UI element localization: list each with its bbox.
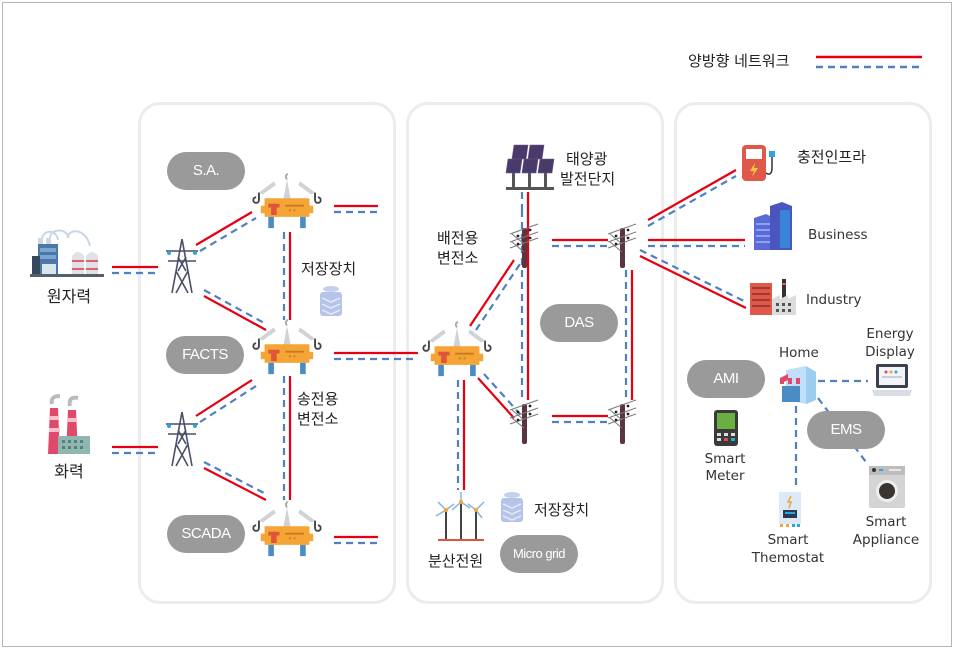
nuclear-label: 원자력 (46, 287, 92, 306)
home-icon (780, 366, 816, 404)
transmission-tower-icon (166, 238, 198, 294)
washing-machine-icon (869, 466, 905, 508)
utility-pole-icon (509, 399, 539, 445)
network-line-solid (469, 259, 515, 327)
utility-pole-icon (607, 223, 637, 269)
microgrid-storage-label: 저장장치 (534, 501, 590, 519)
distribution-substation-label-1: 배전용 (437, 229, 479, 247)
smart-appliance-label-1: Smart (865, 514, 907, 530)
network-line-dashed (199, 217, 257, 252)
network-line-solid (203, 467, 267, 501)
transmission-tower-icon (166, 411, 198, 467)
smart-meter-icon (714, 410, 738, 446)
charging-infra-label: 충전인프라 (797, 148, 867, 166)
thermal-plant-icon (48, 394, 90, 454)
distributed-power-label: 분산전원 (428, 552, 484, 570)
network-line-solid (195, 211, 253, 246)
substation-icon (422, 320, 492, 378)
das-badge: DAS (540, 304, 618, 342)
network-line-dashed (647, 175, 737, 227)
utility-pole-icon (509, 223, 539, 269)
home-label: Home (779, 345, 819, 361)
legend-label: 양방향 네트워크 (688, 52, 790, 70)
business-building-icon (754, 202, 792, 250)
smart-thermostat-icon (779, 492, 801, 527)
utility-pole-icon (607, 399, 637, 445)
smart-meter-label-1: Smart (704, 451, 746, 467)
network-line-solid (195, 379, 253, 417)
smart-appliance-label-2: Appliance (852, 532, 920, 548)
smart-thermostat-label-2: Themostat (751, 550, 825, 566)
transmission-substation-label-2: 변전소 (297, 410, 339, 428)
smart-meter-label-2: Meter (705, 468, 745, 484)
scada-badge: SCADA (167, 515, 245, 553)
solar-label-2: 발전단지 (560, 170, 616, 188)
network-line-solid (203, 295, 267, 331)
network-line-solid (647, 169, 737, 221)
network-line-solid (477, 377, 515, 419)
network-line-dashed (639, 249, 747, 303)
storage-icon (320, 286, 342, 316)
ems-badge: EMS (807, 411, 885, 449)
sa-badge: S.A. (167, 152, 245, 190)
substation-icon (252, 318, 322, 376)
industry-label: Industry (806, 292, 862, 308)
distribution-substation-label-2: 변전소 (437, 249, 479, 267)
storage-label: 저장장치 (301, 260, 357, 278)
ami-badge: AMI (687, 360, 765, 398)
network-line-dashed (203, 461, 267, 495)
energy-display-label-2: Display (865, 344, 915, 360)
facts-badge: FACTS (166, 336, 244, 374)
solar-label-1: 태양광 (566, 150, 608, 168)
network-line-dashed (475, 263, 521, 331)
business-label: Business (808, 227, 868, 243)
microgrid-badge: Micro grid (500, 535, 578, 573)
transmission-substation-label-1: 송전용 (297, 390, 339, 408)
solar-panel-icon (505, 144, 555, 190)
network-line-solid (639, 255, 747, 309)
legend-line-icon (816, 55, 922, 69)
nuclear-plant-icon (30, 229, 104, 277)
charging-station-icon (742, 145, 775, 181)
thermal-label: 화력 (54, 462, 84, 481)
energy-display-label-1: Energy (866, 326, 914, 342)
industry-icon (750, 279, 796, 315)
wind-turbine-icon (435, 492, 485, 541)
substation-icon (252, 172, 322, 230)
smart-thermostat-label-1: Smart (767, 532, 809, 548)
laptop-icon (872, 364, 912, 396)
substation-icon (252, 500, 322, 558)
consumer-panel (674, 102, 932, 604)
storage-icon (501, 492, 523, 522)
network-line-dashed (199, 385, 257, 423)
network-line-dashed (483, 373, 521, 415)
